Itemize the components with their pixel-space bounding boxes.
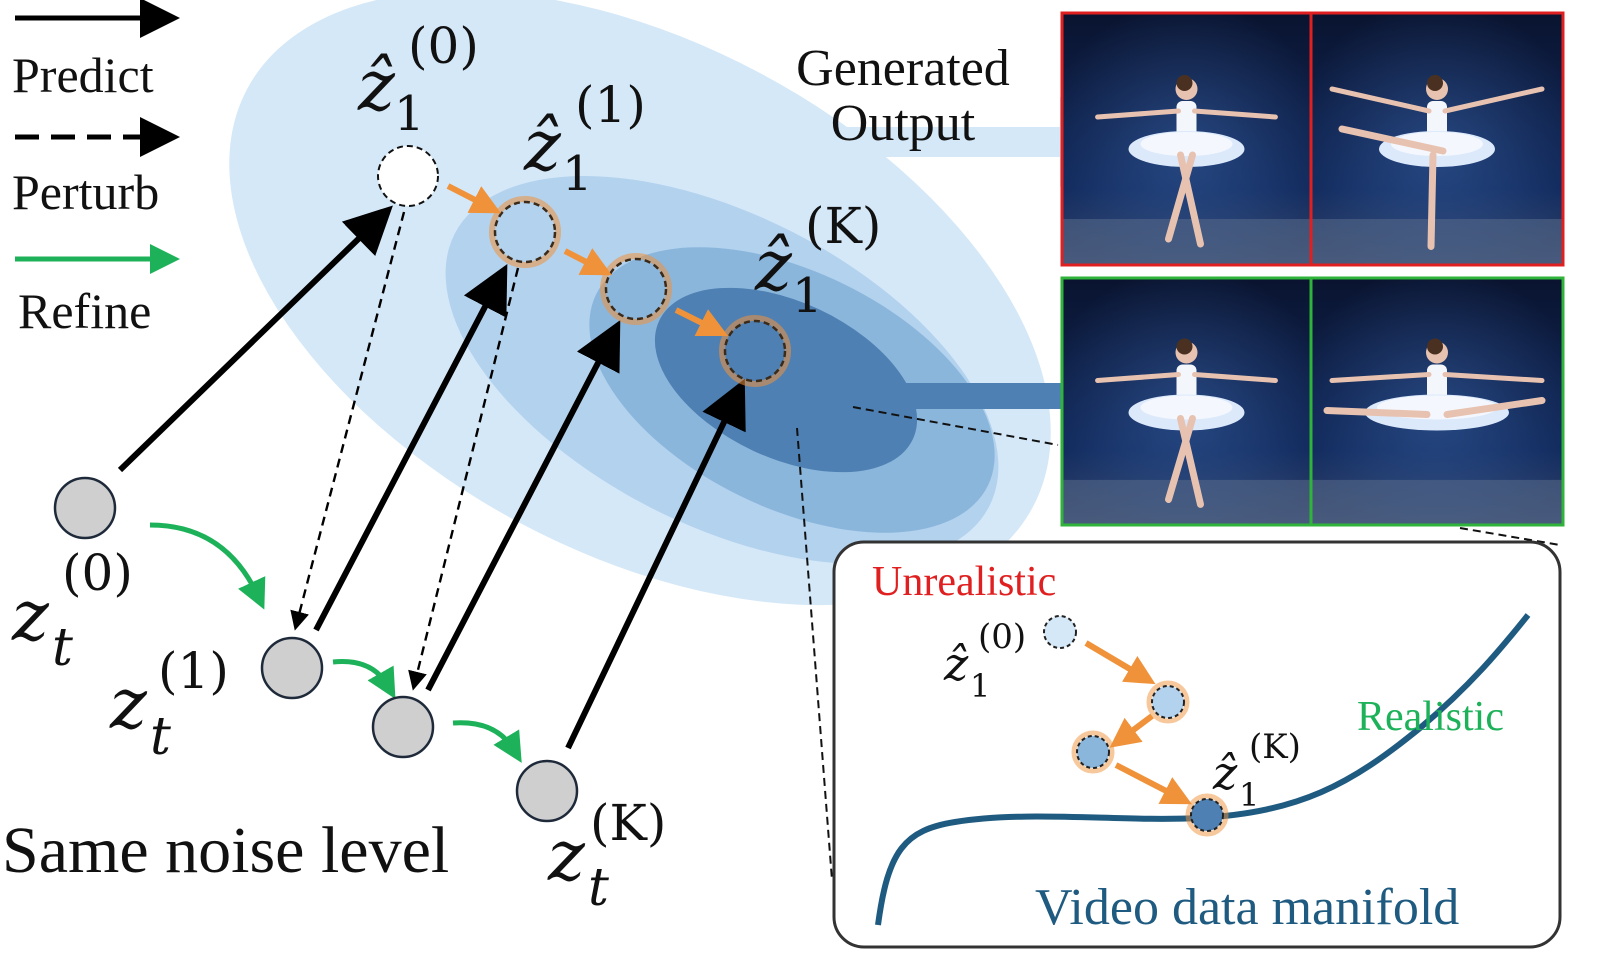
svg-text:z: z (11, 575, 50, 657)
label-z-t-0: z t (0) (11, 544, 133, 678)
output-arrow-unrealistic (830, 97, 1118, 187)
ballet-frame-3 (1063, 279, 1310, 524)
label-z-t-1: z t (1) (109, 642, 229, 767)
label-zhat-1-1: ẑ 1 (1) (523, 76, 646, 202)
orange-step-0 (446, 183, 502, 214)
svg-text:1: 1 (394, 86, 425, 142)
output-arrows: Generated Output (796, 40, 1122, 431)
svg-text:(1): (1) (158, 642, 229, 700)
inset-node-mid-1 (1151, 685, 1185, 719)
inset-node-end (1190, 798, 1224, 832)
svg-text:(1): (1) (575, 76, 646, 134)
perturb-arrow-0 (290, 211, 406, 631)
svg-text:(0): (0) (62, 544, 133, 602)
predict-arrow-3 (565, 378, 746, 750)
svg-text:ẑ: ẑ (357, 45, 396, 127)
prediction-node-2-glow (600, 253, 672, 325)
inset-node-mid-1-glow (1146, 680, 1190, 724)
svg-text:1: 1 (1239, 776, 1259, 814)
realistic-label: Realistic (1357, 694, 1504, 740)
inset-step-1 (1109, 713, 1154, 748)
generated-output-line-2: Output (831, 95, 976, 152)
refine-arrow-1 (332, 659, 396, 700)
inset-step-0 (1084, 640, 1156, 685)
svg-text:(0): (0) (978, 617, 1026, 657)
legend: Predict Perturb Refine (12, 0, 180, 339)
perturb-arrow-1 (408, 267, 520, 691)
inset-box (832, 540, 1562, 949)
svg-text:ẑ: ẑ (1212, 746, 1238, 800)
manifold-label: Video data manifold (1035, 879, 1459, 936)
manifold-inset: Unrealistic Realistic Video data manifol… (832, 540, 1562, 949)
legend-refine-label: Refine (18, 283, 151, 339)
svg-text:(K): (K) (805, 197, 881, 255)
perturb-arrows (290, 211, 520, 691)
noisy-latent-labels: z t (0) z t (1) z t (K) (11, 544, 666, 918)
predict-arrows (117, 205, 746, 750)
prediction-node-1-glow (489, 196, 561, 268)
prediction-node-3-glow (719, 315, 791, 387)
svg-text:1: 1 (792, 268, 823, 324)
label-zhat-1-0: ẑ 1 (0) (357, 17, 479, 142)
noisy-latent-node-0 (53, 476, 117, 540)
svg-text:(K): (K) (590, 794, 666, 852)
svg-text:ẑ: ẑ (943, 637, 969, 691)
predict-arrow-1 (313, 264, 508, 632)
ballet-frame-4 (1312, 279, 1562, 524)
generated-output-line-1: Generated (796, 40, 1010, 97)
inset-label-end: ẑ 1 (K) (1212, 727, 1301, 814)
svg-text:t: t (52, 618, 73, 678)
svg-text:z: z (109, 663, 148, 745)
zoom-connector-right (1459, 527, 1561, 546)
svg-text:(0): (0) (408, 17, 479, 75)
ballet-frame-2 (1312, 14, 1562, 264)
ballet-frame-1 (1063, 14, 1310, 264)
refine-arrow-0 (149, 522, 266, 610)
noisy-latent-nodes (53, 476, 579, 823)
inset-node-start (1043, 615, 1077, 649)
inset-step-2 (1114, 762, 1192, 805)
unrealistic-label: Unrealistic (872, 559, 1056, 605)
predict-arrow-2 (425, 320, 621, 692)
orange-steps (446, 183, 729, 337)
label-z-t-K: z t (K) (547, 794, 666, 918)
zoom-connector-top (852, 406, 1059, 446)
legend-perturb-label: Perturb (12, 164, 159, 220)
svg-text:t: t (588, 858, 609, 918)
orange-step-2 (674, 307, 729, 337)
inset-label-start: ẑ 1 (0) (943, 617, 1026, 705)
prediction-node-0 (377, 145, 439, 207)
svg-text:z: z (547, 815, 586, 897)
prediction-node-2 (604, 257, 668, 321)
prediction-labels: ẑ 1 (0) ẑ 1 (1) ẑ 1 (K) (357, 17, 881, 324)
predict-arrow-0 (117, 205, 393, 473)
zoom-connector-left (796, 427, 833, 881)
inset-node-mid-2-glow (1071, 730, 1115, 774)
output-arrow-realistic (878, 361, 1122, 431)
refine-arrow-2 (452, 720, 522, 763)
svg-text:1: 1 (562, 146, 593, 202)
noisy-latent-node-2 (371, 695, 435, 759)
noisy-latent-node-3 (515, 759, 579, 823)
prediction-node-3 (723, 319, 787, 383)
svg-text:ẑ: ẑ (523, 105, 562, 187)
inset-node-end-glow (1185, 793, 1229, 837)
output-images (1060, 11, 1565, 527)
orange-step-1 (563, 248, 612, 276)
inset-node-mid-2 (1076, 735, 1110, 769)
svg-text:ẑ: ẑ (754, 225, 793, 307)
zoom-connectors (796, 406, 1561, 881)
prediction-nodes (377, 145, 791, 387)
prediction-node-1 (493, 200, 557, 264)
label-zhat-1-K: ẑ 1 (K) (754, 197, 881, 324)
legend-predict-label: Predict (12, 47, 154, 103)
svg-text:1: 1 (970, 667, 990, 705)
svg-text:t: t (150, 707, 171, 767)
svg-text:(K): (K) (1249, 727, 1301, 767)
noisy-latent-node-1 (260, 636, 324, 700)
bottom-caption: Same noise level (2, 814, 449, 887)
refine-arrows (149, 522, 522, 763)
